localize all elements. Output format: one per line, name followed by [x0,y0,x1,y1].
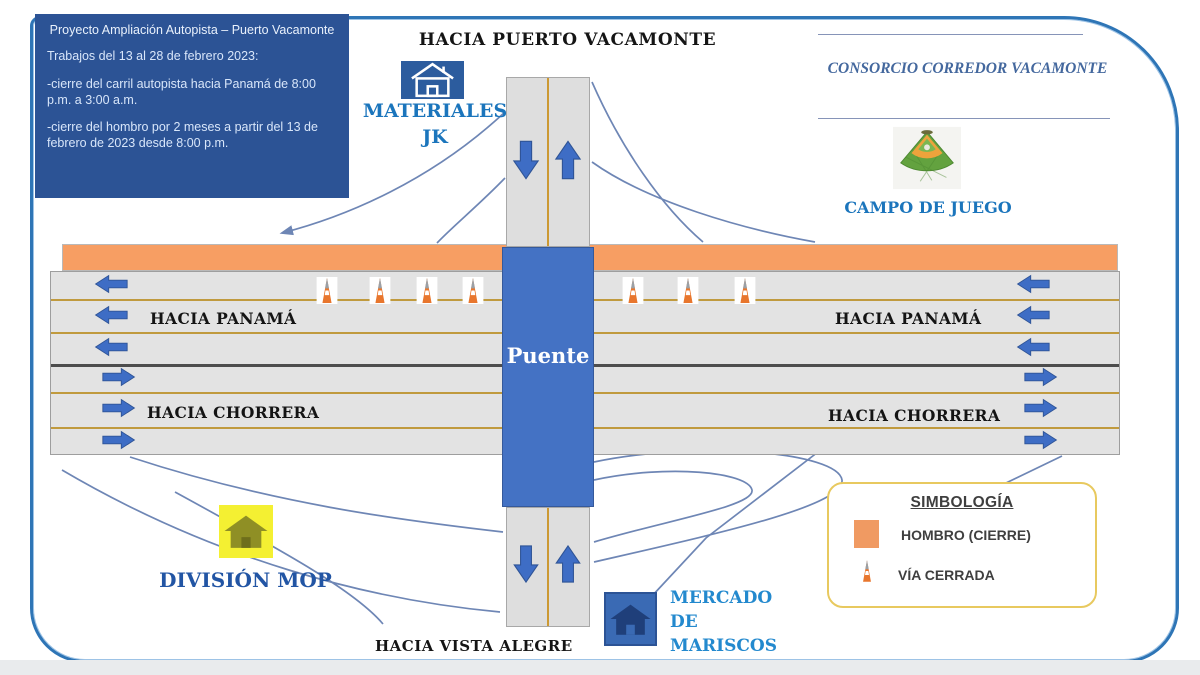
traffic-cone-icon [316,277,338,304]
bridge [502,247,594,507]
traffic-cone-icon [369,277,391,304]
lane-arrow-left-icon [1014,337,1052,357]
traffic-cone-icon [462,277,484,304]
mercado-label-line1: MERCADO [670,588,773,608]
mercado-label-line2: DE [670,612,698,632]
road-arrow-up-icon [554,545,582,583]
legend-title: SIMBOLOGÍA [910,494,1014,511]
lane-arrow-right-icon [100,398,138,418]
lane-arrow-right-icon [1022,367,1060,387]
road-arrow-up-icon [554,140,582,180]
legend-item-label: VÍA CERRADA [898,567,995,583]
direction-south-label: HACIA VISTA ALEGRE [375,637,573,655]
lane-arrow-right-icon [100,367,138,387]
panama-label-right: HACIA PANAMÁ [835,309,982,328]
lane-arrow-left-icon [1014,274,1052,294]
consorcio-title: CONSORCIO CORREDOR VACAMONTE [827,60,1108,77]
traffic-cone-icon [734,277,756,304]
division-mop-label: DIVISIÓN MOP [159,568,332,592]
cross-road-south [506,507,590,627]
road-center-line [547,508,549,626]
materiales-warehouse-icon [401,61,464,99]
direction-north-label: HACIA PUERTO VACAMONTE [418,30,717,50]
road-arrow-down-icon [512,545,540,583]
materiales-label-line2: JK [422,126,448,148]
road-center-line [547,78,549,246]
project-bullet-1: -cierre del carril autopista hacia Panam… [47,76,316,107]
panama-label-left: HACIA PANAMÁ [150,309,297,328]
project-info-box: Proyecto Ampliación Autopista – Puerto V… [35,14,349,198]
bridge-label: Puente [506,343,590,368]
fish-market-icon [604,592,657,646]
lane-arrow-left-icon [92,337,130,357]
traffic-cone-icon [622,277,644,304]
legend-item-label: HOMBRO (CIERRE) [901,527,1031,543]
traffic-cone-icon [416,277,438,304]
project-bullet-2: -cierre del hombro por 2 meses a partir … [47,120,318,151]
road-arrow-down-icon [512,140,540,180]
lane-arrow-left-icon [92,305,130,325]
chorrera-label-right: HACIA CHORRERA [828,406,1001,425]
mop-building-icon [219,505,273,558]
lane-arrow-right-icon [1022,430,1060,450]
page-bottom-edge [0,660,1200,675]
ballfield-icon [893,126,961,190]
letterhead-rule-top [818,34,1083,35]
materiales-label-line1: MATERIALES [362,100,508,122]
letterhead-rule-bottom [818,118,1110,119]
mercado-label-line3: MARISCOS [670,636,777,656]
lane-arrow-right-icon [1022,398,1060,418]
lane-arrow-left-icon [92,274,130,294]
project-works-dates: Trabajos del 13 al 28 de febrero 2023: [47,49,259,64]
project-title: Proyecto Ampliación Autopista – Puerto V… [49,23,335,37]
shoulder-closure-swatch [854,520,879,548]
traffic-cone-icon [858,554,876,588]
traffic-cone-icon [677,277,699,304]
lane-arrow-left-icon [1014,305,1052,325]
chorrera-label-left: HACIA CHORRERA [147,403,320,422]
legend-box: SIMBOLOGÍA HOMBRO (CIERRE) VÍA CERRADA [827,482,1097,608]
campo-label: CAMPO DE JUEGO [844,198,1012,217]
lane-arrow-right-icon [100,430,138,450]
